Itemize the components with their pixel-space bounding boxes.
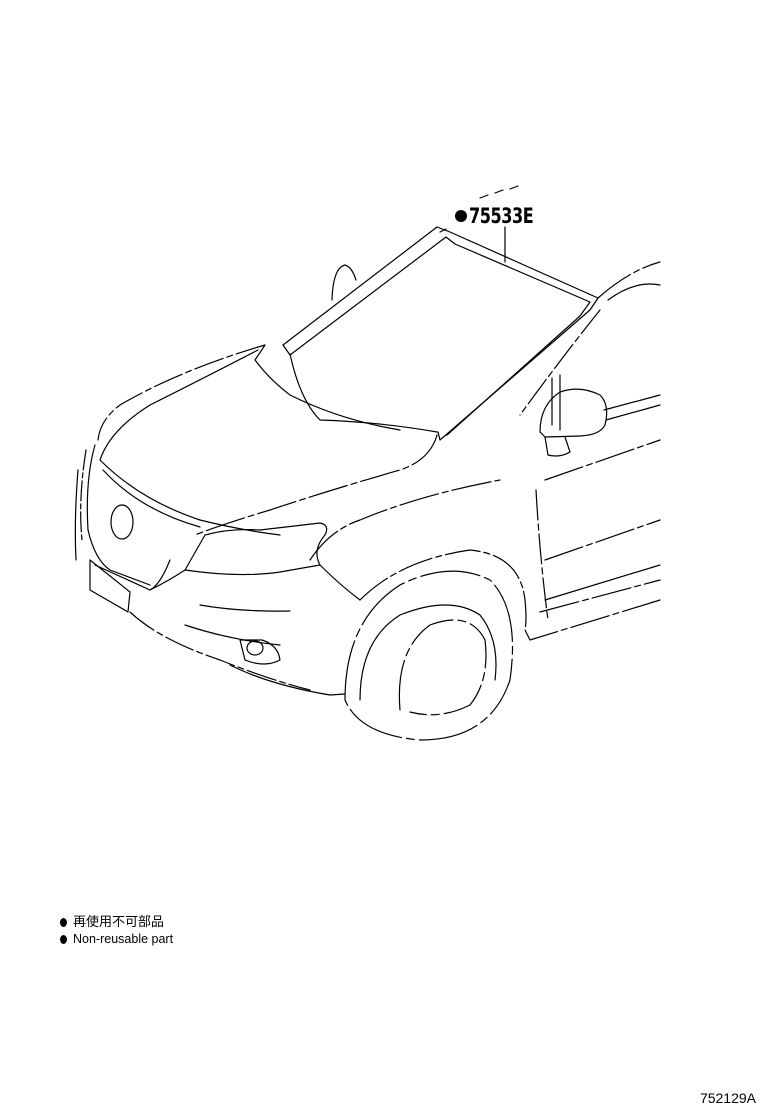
filled-dot-icon bbox=[60, 935, 67, 944]
hood bbox=[97, 344, 438, 536]
part-callout-75533E[interactable]: 75533E bbox=[455, 204, 545, 228]
side-mirror bbox=[539, 388, 661, 457]
legend-text-en: Non-reusable part bbox=[73, 932, 174, 946]
windshield-molding bbox=[282, 226, 599, 441]
filled-dot-icon bbox=[60, 918, 67, 927]
headlight bbox=[149, 522, 328, 591]
legend-item-en: Non-reusable part bbox=[60, 931, 173, 948]
front-bumper bbox=[89, 559, 346, 696]
non-reusable-dot-icon bbox=[455, 210, 467, 222]
legend-item-jp: 再使用不可部品 bbox=[60, 914, 173, 931]
legend-text-jp: 再使用不可部品 bbox=[73, 915, 165, 930]
front-wheel bbox=[344, 570, 514, 741]
roof-and-pillars bbox=[331, 261, 661, 431]
part-number-label: 75533E bbox=[469, 204, 534, 228]
fender bbox=[309, 439, 661, 641]
legend: 再使用不可部品 Non-reusable part bbox=[60, 914, 173, 948]
figure-id: 752129A bbox=[699, 1090, 756, 1106]
